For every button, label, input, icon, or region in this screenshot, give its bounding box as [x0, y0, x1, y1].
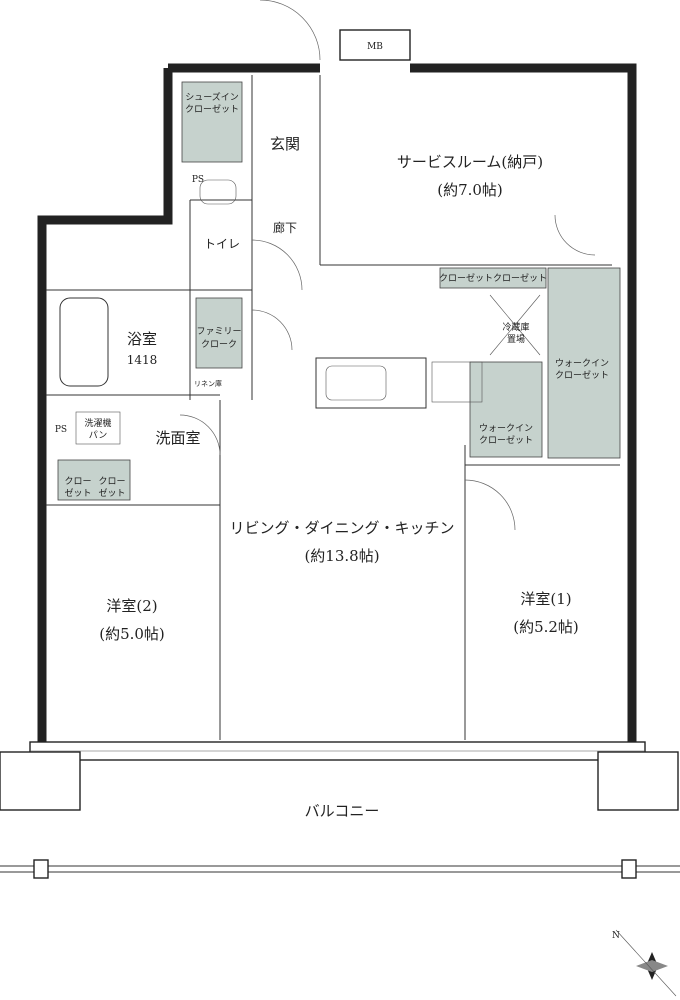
cloak-door-swing [251, 309, 293, 351]
toilet-fixture [199, 179, 237, 205]
windows [0, 741, 679, 811]
front-door-swing [259, 0, 321, 61]
balcony-rail [0, 859, 680, 879]
washer-pan [75, 411, 121, 445]
kitchen-sink [325, 365, 387, 401]
western-2-size: (約5.0帖) [99, 625, 165, 643]
closet-a-label: クローゼット [439, 272, 493, 284]
outer-walls [37, 29, 637, 750]
washer-line2: パン [89, 430, 107, 441]
ldk-name: リビング・ダイニング・キッチン [229, 519, 454, 537]
western-2-name: 洋室(2) [106, 597, 157, 615]
washroom-door-swing [179, 414, 221, 456]
fixtures [59, 179, 541, 445]
stove [431, 361, 483, 403]
shoes-closet-area [181, 81, 243, 163]
bath-name: 浴室 [127, 330, 157, 348]
service-room-name: サービスルーム(納戸) [397, 153, 543, 171]
closet-b-label: クローゼット [493, 272, 547, 284]
mb-label: MB [367, 42, 383, 52]
walkin-1-line2: クローゼット [555, 369, 609, 381]
entrance-label: 玄関 [270, 135, 300, 153]
linen-label: リネン庫 [194, 379, 222, 388]
toilet-label: トイレ [204, 237, 240, 251]
service-closet-area [439, 267, 547, 289]
walkin-1-line1: ウォークイン [555, 358, 609, 369]
ps2-label: PS [55, 425, 67, 435]
family-cloak-line2: クローク [201, 339, 237, 350]
bath-code: 1418 [127, 353, 158, 367]
fridge-line2: 置場 [507, 333, 525, 345]
shoes-closet-line1: シューズイン [185, 91, 239, 103]
walkin-1-area [547, 267, 621, 459]
closet-d-line2: ゼット [98, 487, 125, 499]
kitchen-counter [315, 357, 427, 409]
walkin-2-line2: クローゼット [479, 434, 533, 446]
room1-door-swing [464, 479, 516, 531]
compass-icon: N [612, 929, 677, 997]
washer-line1: 洗濯機 [84, 417, 111, 429]
western-1-name: 洋室(1) [520, 590, 571, 608]
bathtub [59, 297, 109, 387]
service-room-size: (約7.0帖) [437, 181, 503, 199]
balcony-label: バルコニー [305, 802, 380, 820]
closet-c-line2: ゼット [64, 487, 91, 499]
walkin-2-line1: ウォークイン [479, 423, 533, 434]
closets [57, 81, 621, 501]
mb-box [339, 29, 411, 61]
hall-door-swing [251, 239, 303, 291]
closet-c-line1: クロー [64, 476, 91, 487]
room-labels: サービスルーム(納戸) (約7.0帖) リビング・ダイニング・キッチン (約13… [55, 42, 609, 820]
hallway-label: 廊下 [273, 220, 297, 235]
family-cloak-line1: ファミリー [196, 327, 241, 337]
doors [179, 0, 596, 531]
washroom-closets-area [57, 459, 131, 501]
compass-n: N [612, 931, 620, 941]
fridge-line1: 冷蔵庫 [502, 321, 529, 333]
western-1-size: (約5.2帖) [513, 618, 579, 636]
walkin-door-swing [554, 214, 596, 256]
closet-d-line1: クロー [98, 476, 125, 487]
shoes-closet-line2: クローゼット [185, 103, 239, 115]
interior-walls [46, 75, 620, 740]
ldk-size: (約13.8帖) [304, 547, 379, 565]
family-cloak-area [195, 297, 243, 369]
ps1-label: PS [192, 175, 204, 185]
washroom-label: 洗面室 [155, 429, 200, 447]
